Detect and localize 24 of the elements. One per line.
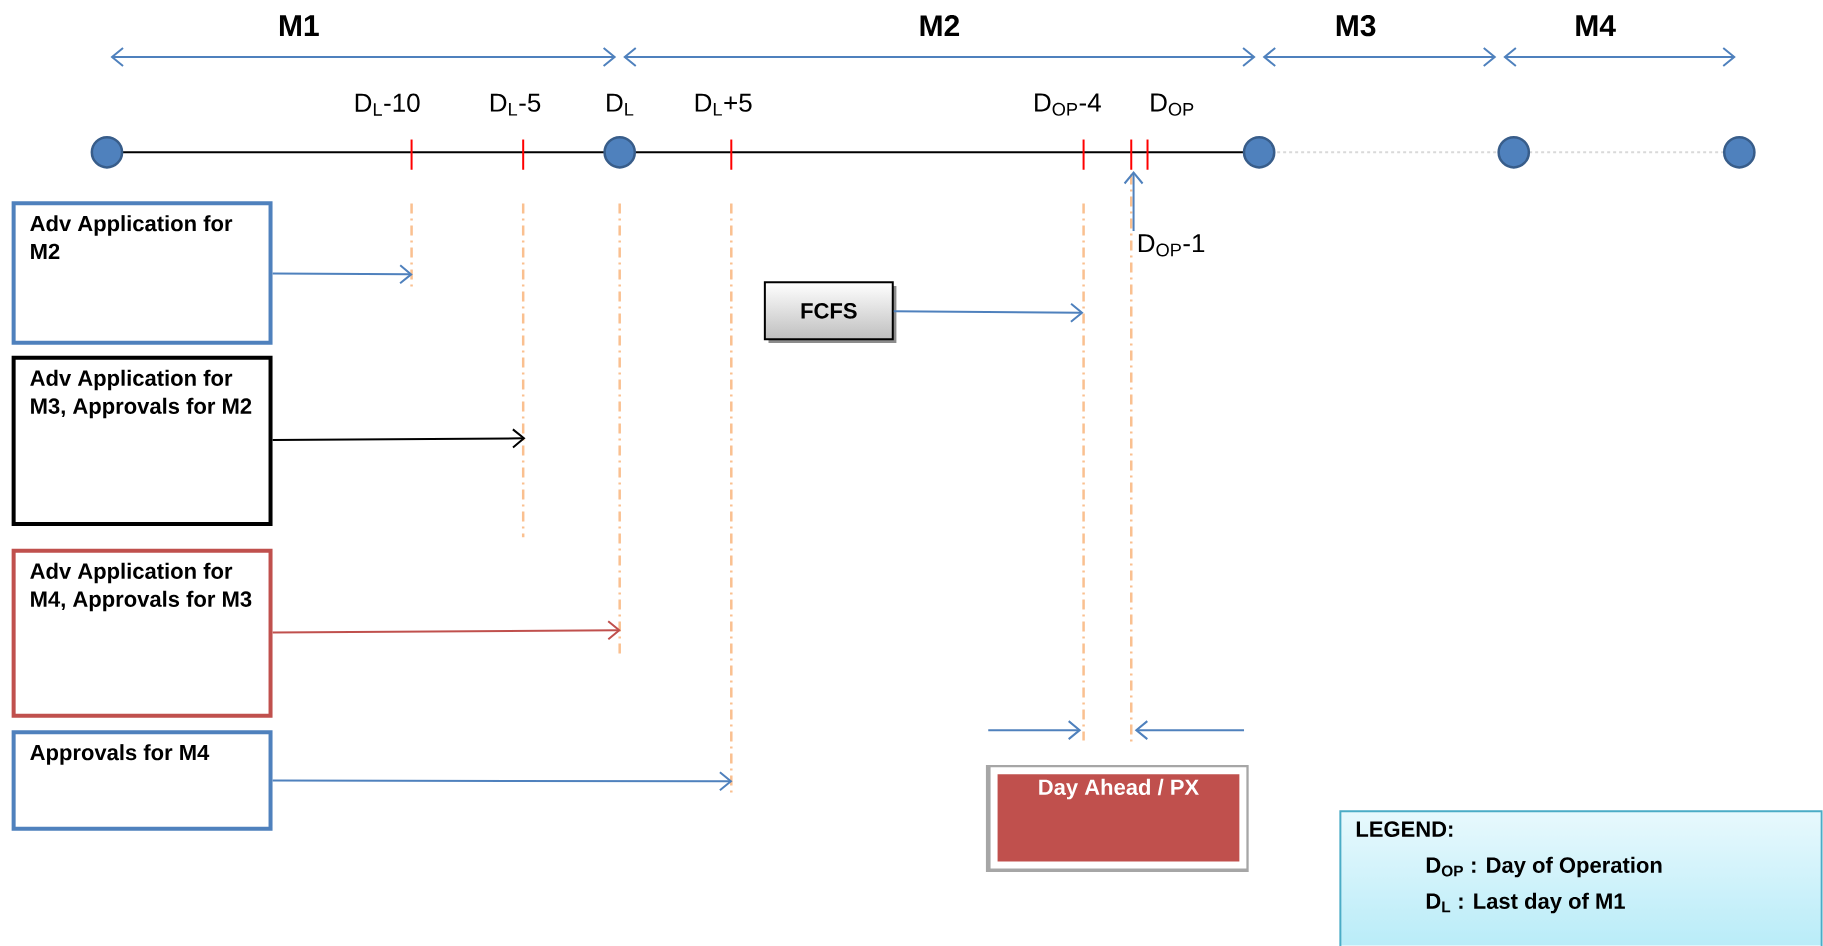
process-box: Adv Application for M2 [11,201,273,345]
period-label: M1 [280,15,319,36]
tick-label: D$_{OP}$-1 [1138,234,1205,257]
process-box: Adv Application for M4, Approvals for M3 [11,548,273,718]
period-label: M3 [1336,14,1376,37]
tick-label: D$_{OP}$-4 [1035,93,1101,116]
process-box: Approvals for M4 [11,730,273,831]
tick-label: D$_{L}$ [607,93,634,116]
tick-label: D$_{L}$-10 [355,93,420,116]
arrow [271,620,621,641]
tick-label: D$_{L}$-5 [490,93,541,116]
arrow [271,428,526,449]
tick-label: D$_{L}$+5 [695,93,752,116]
tick-label: D$_{OP}$ [1151,93,1194,116]
process-box: Adv Application for M3, Approvals for M2 [11,355,273,527]
arrow [1123,170,1144,232]
arrow [271,771,733,792]
arrow [271,264,413,285]
process-box: FCFS [763,281,897,343]
legend-box: LEGEND: D$_{OP}$ : Day of Operation D$_{L}$ : Last day of M1 [1339,810,1823,946]
arrow [892,302,1084,323]
period-label: M4 [1576,15,1616,36]
process-box: Day Ahead / PX [985,765,1249,872]
period-label: M2 [920,15,960,37]
